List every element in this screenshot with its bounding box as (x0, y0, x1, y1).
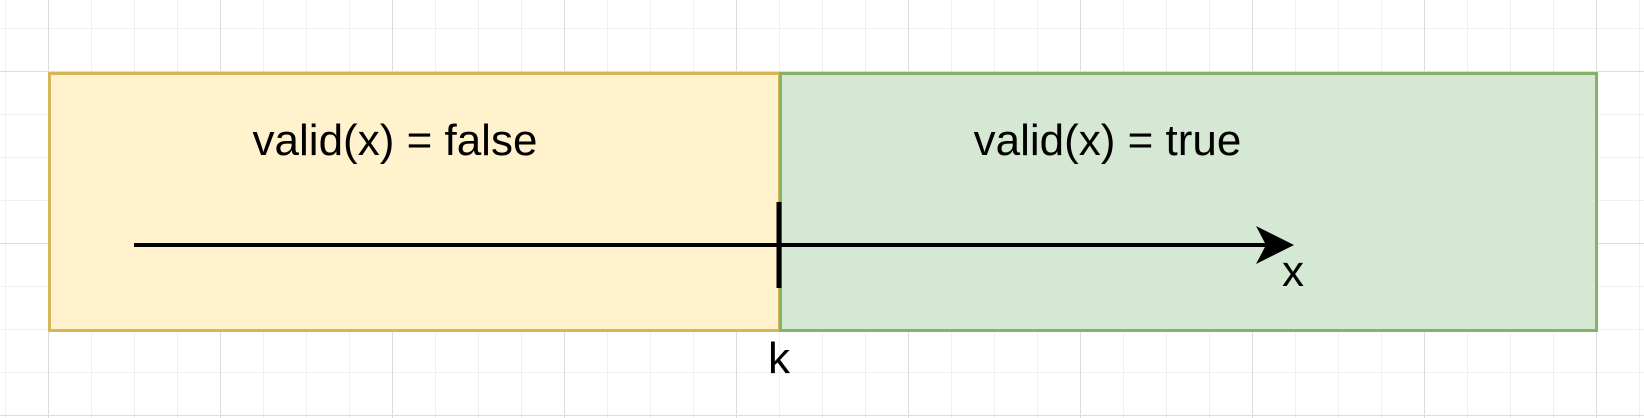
axis-variable-label: x (1282, 247, 1304, 296)
region-valid: valid(x) = true (779, 72, 1598, 332)
region-valid-label: valid(x) = true (973, 116, 1242, 165)
axis-arrowhead-icon (1256, 226, 1294, 264)
region-invalid-label: valid(x) = false (252, 116, 538, 165)
region-invalid: valid(x) = false (48, 72, 781, 332)
boundary-label: k (768, 334, 790, 383)
